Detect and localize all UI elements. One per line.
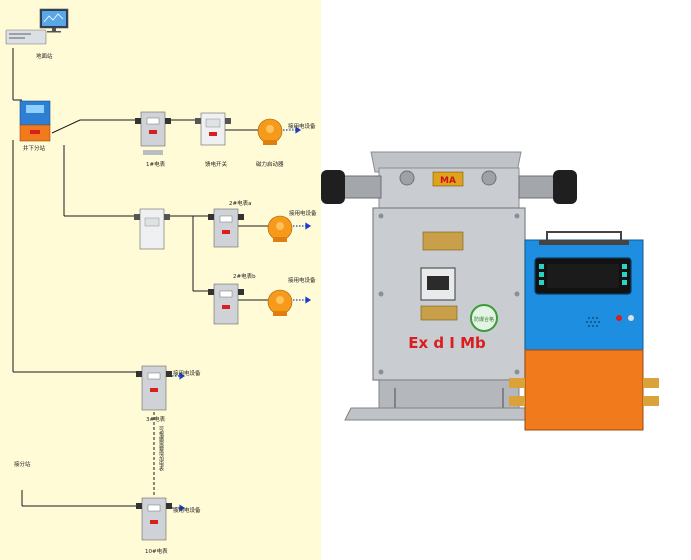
meter-3-label: 3#电表 <box>146 415 166 423</box>
magnetic-starter-icon <box>257 118 283 145</box>
meter-10-label: 10#电表 <box>145 547 168 555</box>
add-meters-note: 可根据需要增加电表 <box>158 426 164 472</box>
feed-switch-icon <box>195 112 231 146</box>
equipment-illustration: MA Ex d I Mb 防爆合格 <box>321 151 659 431</box>
cert-badge-text: 防爆合格 <box>474 316 494 323</box>
ground-station-icon <box>5 8 69 45</box>
load-1-label: 接用电设备 <box>288 122 316 130</box>
meter-2a-icon <box>208 208 244 248</box>
meter-3-icon <box>136 365 172 411</box>
ground-station-label: 地面站 <box>36 52 53 60</box>
meter-1-label: 1#电表 <box>146 160 166 168</box>
feed-switch-label: 馈电开关 <box>205 160 228 168</box>
branch-switch-icon <box>134 208 170 250</box>
load-2b-icon <box>267 289 293 316</box>
explosion-proof-enclosure: MA Ex d I Mb 防爆合格 <box>321 151 577 421</box>
load-3-label: 接用电设备 <box>173 369 201 377</box>
output-arrows <box>166 126 312 512</box>
meter-2a-label: 2#电表a <box>229 199 251 207</box>
wiring-diagram: 地面站 井下分站 1#电表 馈电开关 磁力启动器 接用电设备 2#电表a 接用电… <box>5 8 317 555</box>
underground-substation-icon <box>19 100 51 142</box>
meter-2b-label: 2#电表b <box>233 272 256 280</box>
meter-1-icon <box>135 111 171 155</box>
meter-10-icon <box>136 497 172 541</box>
underground-substation-label: 井下分站 <box>23 144 46 152</box>
ex-marking-text: Ex d I Mb <box>408 334 486 352</box>
meter-2b-icon <box>208 283 244 325</box>
wiring-diagram-panel: 地面站 井下分站 1#电表 馈电开关 磁力启动器 接用电设备 2#电表a 接用电… <box>0 0 321 560</box>
equipment-photo-panel: MA Ex d I Mb 防爆合格 <box>321 0 691 560</box>
load-2b-label: 接用电设备 <box>288 276 316 284</box>
load-2a-label: 接用电设备 <box>289 209 317 217</box>
branch-station-label: 接分站 <box>14 460 31 468</box>
magnetic-starter-label: 磁力启动器 <box>256 160 284 168</box>
load-10-label: 接用电设备 <box>173 506 201 514</box>
connection-lines <box>12 48 268 507</box>
load-2a-icon <box>267 215 293 242</box>
monitoring-unit <box>509 231 659 431</box>
ma-plate-text: MA <box>440 176 456 186</box>
